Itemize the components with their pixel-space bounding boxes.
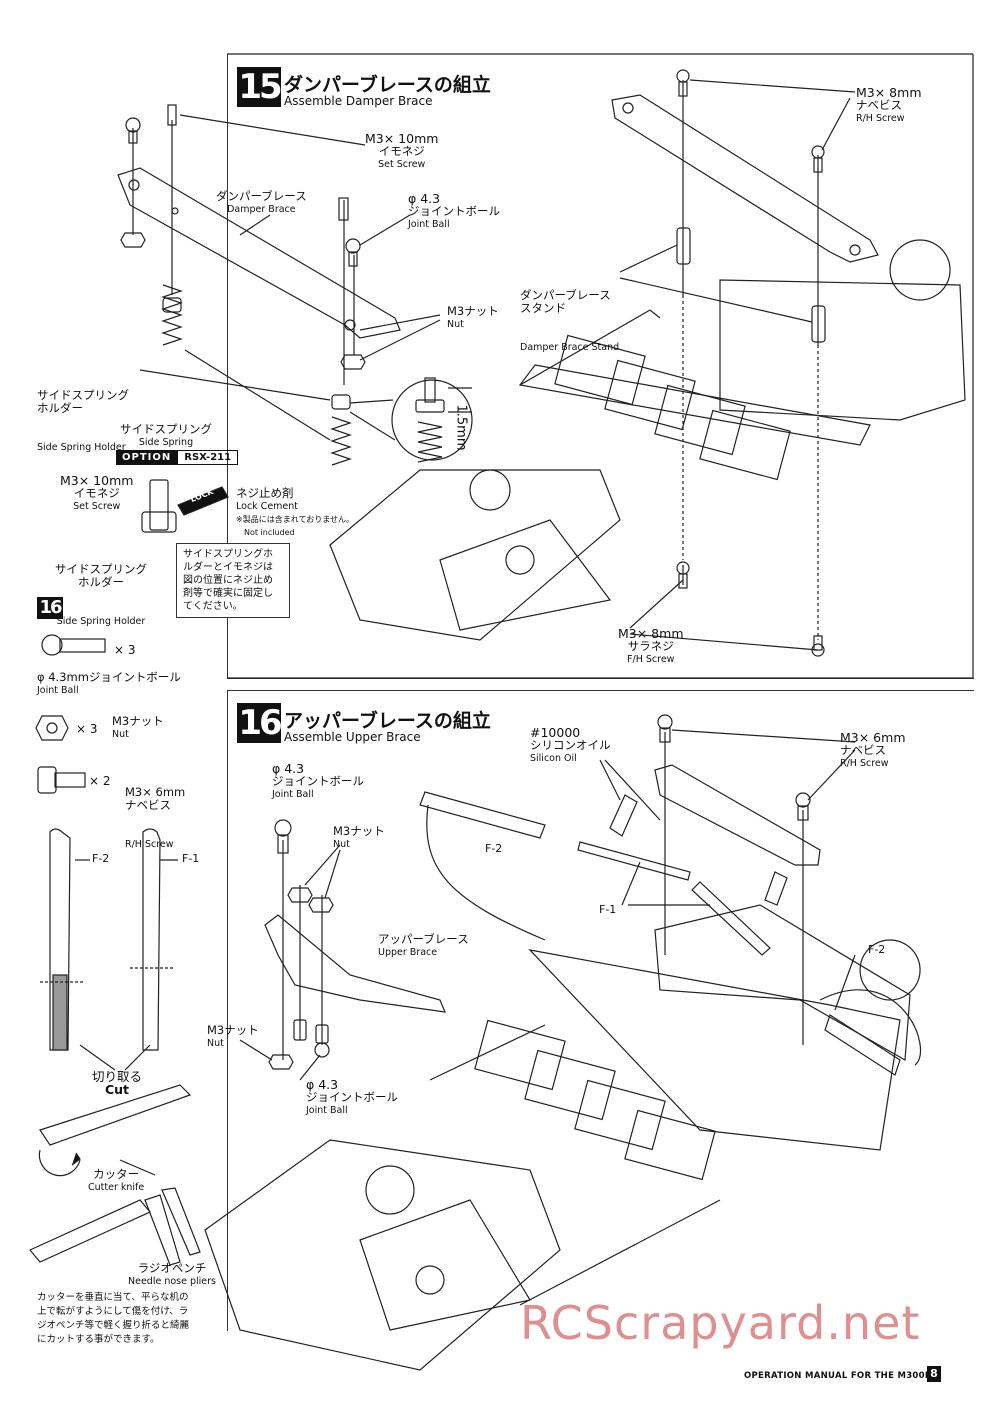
parts16-qty-screw: × 2 — [89, 774, 111, 788]
s16-joint-ball-top-label: φ 4.3 ジョイントボール Joint Ball — [272, 761, 364, 800]
parts16-screw-label: M3× 6mm ナベビス R/H Screw — [125, 785, 186, 851]
s16-f2-right-label: F-2 — [868, 943, 886, 956]
brace-stand-label: ダンパーブレース スタンド Damper Brace Stand — [520, 288, 620, 354]
s16-nut-top-label: M3ナット Nut — [333, 824, 385, 851]
joint-ball-label: φ 4.3 ジョイントボール Joint Ball — [408, 191, 500, 230]
damper-brace-label: ダンパーブレース Damper Brace — [216, 189, 307, 216]
option-badge: OPTION RSX-211 — [116, 450, 239, 465]
parts16-number: 16 — [37, 597, 63, 619]
holder-note: サイドスプリングホ ルダーとイモネジは 図の位置にネジ止め 剤等で確実に固定し … — [176, 543, 290, 618]
fh-screw-8-label: M3× 8mm サラネジ F/H Screw — [618, 626, 684, 665]
s16-rh-screw-6-label: M3× 6mm ナベビス R/H Screw — [840, 730, 906, 769]
page-number: 8 — [927, 1366, 941, 1382]
cut-tip: カッターを垂直に当て、平らな机の 上で転がすようにして傷を付け、ラ ジオペンチ等… — [37, 1292, 190, 1345]
nut-label: M3ナット Nut — [447, 304, 499, 331]
side-spring-holder-label: サイドスプリング ホルダー Side Spring Holder — [37, 388, 129, 454]
cutter-label: カッター Cutter knife — [88, 1167, 145, 1194]
rod-f1 — [142, 828, 161, 1051]
upper-brace — [264, 914, 446, 1013]
s16-f1-label: F-1 — [599, 903, 617, 916]
cut-label: 切り取る Cut — [92, 1069, 143, 1097]
set-screw-detail-label: M3× 10mm イモネジ Set Screw — [60, 473, 134, 512]
lock-cement-label: ネジ止め剤 Lock Cement ※製品には含まれておりません。 Not in… — [236, 486, 354, 538]
s16-nut-bottom-label: M3ナット Nut — [207, 1023, 259, 1050]
rod-f1-label: F-1 — [182, 852, 200, 865]
parts16-joint-ball-label: φ 4.3mmジョイントボール Joint Ball — [37, 670, 181, 697]
s16-silicon-oil-label: #10000 シリコンオイル Silicon Oil — [530, 725, 611, 764]
step15-title-ja: ダンパーブレースの組立 — [284, 74, 491, 96]
parts16-qty-joint-ball: × 3 — [114, 643, 136, 657]
rod-f2 — [49, 828, 71, 1051]
step15-title-en: Assemble Damper Brace — [284, 94, 433, 108]
gap-label: 1.5mm — [453, 404, 469, 451]
footer-manual-title: OPERATION MANUAL FOR THE M300FX — [744, 1371, 938, 1381]
s16-upper-brace-label: アッパーブレース Upper Brace — [378, 932, 469, 959]
step16-title-ja: アッパーブレースの組立 — [284, 710, 491, 732]
step16-frame — [227, 690, 974, 1331]
parts16-qty-nut: × 3 — [76, 722, 98, 736]
s16-joint-ball-bottom-label: φ 4.3 ジョイントボール Joint Ball — [306, 1077, 398, 1116]
step16-title-en: Assemble Upper Brace — [284, 730, 421, 744]
set-screw-10-label: M3× 10mm イモネジ Set Screw — [365, 131, 439, 170]
side-spring-label: サイドスプリング Side Spring — [120, 422, 212, 449]
spring-gap-detail — [391, 379, 473, 461]
pliers-label: ラジオペンチ Needle nose pliers — [128, 1261, 216, 1288]
rh-screw-8-label: M3× 8mm ナベビス R/H Screw — [856, 85, 922, 124]
step16-number: 16 — [237, 703, 283, 743]
damper-brace-right — [611, 94, 879, 263]
damper-brace-left — [117, 167, 401, 339]
parts16-nut-label: M3ナット Nut — [112, 714, 164, 741]
rod-f2-label: F-2 — [92, 852, 110, 865]
step15-number: 15 — [237, 67, 283, 107]
side-spring-holder2-label: サイドスプリング ホルダー Side Spring Holder — [55, 562, 147, 628]
s16-f2-left-label: F-2 — [485, 842, 503, 855]
watermark: RCScrapyard.net — [520, 1296, 921, 1350]
